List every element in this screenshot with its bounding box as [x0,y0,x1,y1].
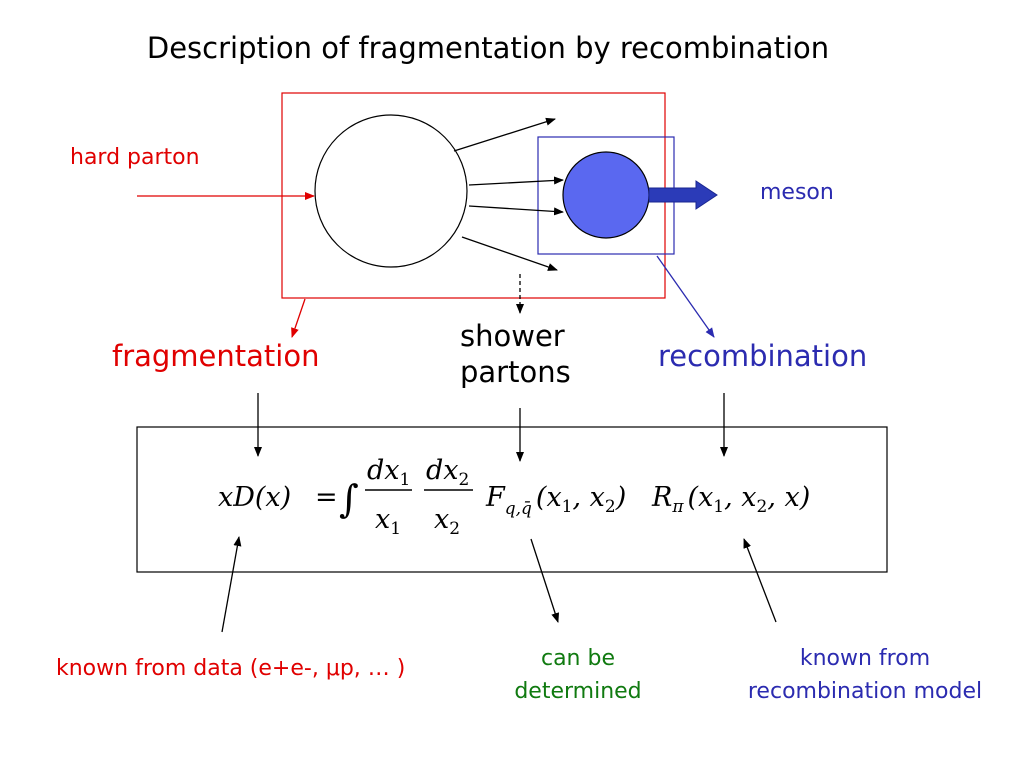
shower-parton-arrow-4 [461,236,558,271]
recombination-pointer [656,255,715,338]
can-be-line2: determined [514,679,642,704]
fraction1-denominator: x1 [375,504,401,539]
fragmentation-label: fragmentation [112,339,320,373]
fragmentation-pointer [291,298,306,338]
fraction2-denominator: x2 [434,504,460,539]
formula-box [136,426,888,573]
can-be-determined-arrow [530,538,560,623]
can-be-determined-note: can be determined [458,642,698,708]
shower-partons-label: shower partons [460,318,571,391]
shower-parton-arrow-1 [453,117,556,152]
shower-parton-arrow-3 [468,205,564,216]
known-data-arrow [221,536,242,633]
shower-label-line2: partons [460,355,571,390]
meson-label: meson [760,180,834,205]
shower-label-line1: shower [460,319,565,353]
meson-blob [562,151,650,239]
known-from-line2: recombination model [747,679,983,704]
recombination-label: recombination [658,339,868,373]
page-title: Description of fragmentation by recombin… [146,31,830,65]
known-from-data-note: known from data (e+e-, μp, … ) [56,656,406,681]
formula-F-term: Fq,q̄(x1, x2) [485,482,626,519]
can-be-line1: can be [540,646,615,671]
known-model-arrow [743,538,777,623]
formula-R-term: Rπ(x1, x2, x) [651,482,810,517]
fragmentation-blob [314,114,468,268]
formula-integral: ∫ [339,477,359,521]
hard-parton-label: hard parton [70,145,200,170]
known-from-model-note: known from recombination model [710,642,1020,708]
formula: xD(x) = ∫ dx1 x1 dx2 x2 Fq,q̄(x1, x2) Rπ… [218,455,810,539]
fraction2-numerator: dx2 [426,455,469,490]
shower-parton-arrow-2 [468,176,564,186]
known-from-line1: known from [799,646,931,671]
fraction1-numerator: dx1 [367,455,410,490]
meson-arrow [648,180,718,210]
formula-equals: = [315,482,338,513]
formula-lhs: xD(x) [218,482,291,513]
